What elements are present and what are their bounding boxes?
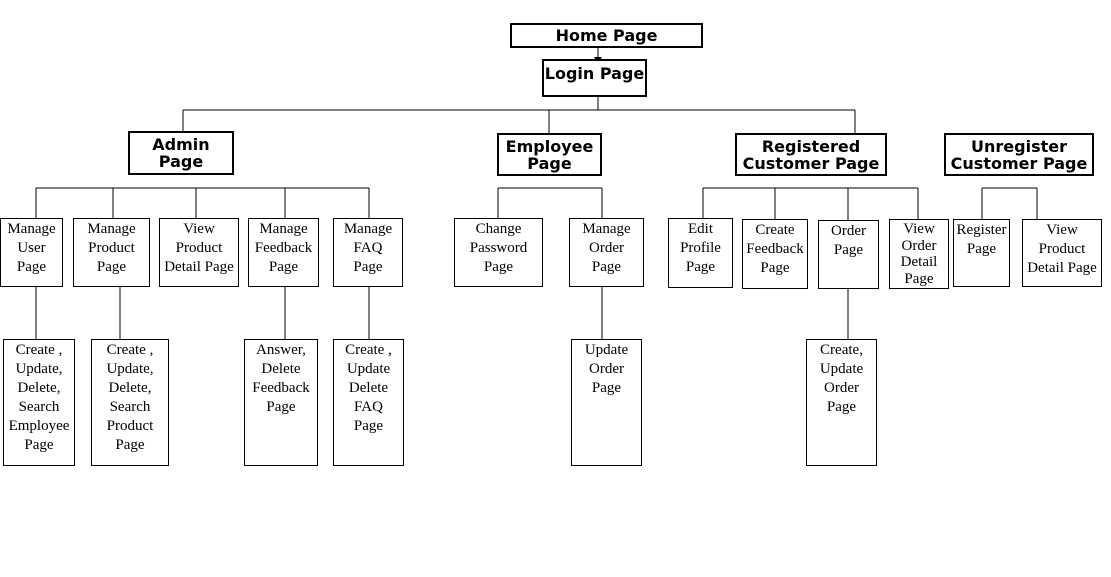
register-page-label: Register Page — [956, 222, 1007, 257]
unregister-customer-page-label: Unregister Customer Page — [950, 136, 1088, 173]
manage-order-page-label: Manage Order Page — [582, 221, 631, 275]
login-page-node: Login Page — [542, 59, 647, 97]
employee-crud-page-label: Create , Update, Delete, Search Employee… — [8, 342, 70, 453]
create-feedback-page-node: Create Feedback Page — [742, 219, 808, 289]
product-crud-page-label: Create , Update, Delete, Search Product … — [106, 342, 154, 453]
edit-profile-page-label: Edit Profile Page — [680, 221, 721, 275]
unregister-customer-page-node: Unregister Customer Page — [944, 133, 1094, 176]
manage-feedback-page-node: Manage Feedback Page — [248, 218, 319, 287]
registered-customer-page-label: Registered Customer Page — [742, 136, 880, 173]
answer-delete-feedback-page-node: Answer, Delete Feedback Page — [244, 339, 318, 466]
admin-page-node: Admin Page — [128, 131, 234, 175]
create-update-order-page-label: Create, Update Order Page — [819, 342, 864, 415]
edit-profile-page-node: Edit Profile Page — [668, 218, 733, 288]
manage-faq-page-node: Manage FAQ Page — [333, 218, 403, 287]
registered-customer-page-node: Registered Customer Page — [735, 133, 887, 176]
manage-order-page-node: Manage Order Page — [569, 218, 644, 287]
view-order-detail-page-label: View Order Detail Page — [900, 221, 938, 287]
order-page-node: Order Page — [818, 220, 879, 289]
faq-crud-page-node: Create , Update Delete FAQ Page — [333, 339, 404, 466]
register-page-node: Register Page — [953, 219, 1010, 287]
manage-feedback-page-label: Manage Feedback Page — [254, 221, 313, 275]
unregister-view-product-detail-page-node: View Product Detail Page — [1022, 219, 1102, 287]
update-order-page-node: Update Order Page — [571, 339, 642, 466]
change-password-page-label: Change Password Page — [469, 221, 528, 275]
product-crud-page-node: Create , Update, Delete, Search Product … — [91, 339, 169, 466]
manage-user-page-label: Manage User Page — [7, 221, 56, 275]
unregister-view-product-detail-page-label: View Product Detail Page — [1027, 222, 1097, 276]
home-page-label: Home Page — [555, 26, 658, 45]
employee-page-label: Employee Page — [505, 136, 594, 173]
change-password-page-node: Change Password Page — [454, 218, 543, 287]
answer-delete-feedback-page-label: Answer, Delete Feedback Page — [252, 342, 310, 415]
employee-crud-page-node: Create , Update, Delete, Search Employee… — [3, 339, 75, 466]
create-feedback-page-label: Create Feedback Page — [746, 222, 804, 276]
login-page-label: Login Page — [544, 64, 645, 83]
manage-product-page-node: Manage Product Page — [73, 218, 150, 287]
manage-product-page-label: Manage Product Page — [87, 221, 136, 275]
home-page-node: Home Page — [510, 23, 703, 48]
manage-user-page-node: Manage User Page — [0, 218, 63, 287]
view-order-detail-page-node: View Order Detail Page — [889, 219, 949, 289]
order-page-label: Order Page — [831, 223, 866, 258]
manage-faq-page-label: Manage FAQ Page — [343, 221, 393, 275]
create-update-order-page-node: Create, Update Order Page — [806, 339, 877, 466]
faq-crud-page-label: Create , Update Delete FAQ Page — [345, 342, 392, 434]
update-order-page-label: Update Order Page — [584, 342, 629, 396]
admin-view-product-detail-page-node: View Product Detail Page — [159, 218, 239, 287]
employee-page-node: Employee Page — [497, 133, 602, 176]
admin-page-label: Admin Page — [152, 135, 210, 171]
admin-view-product-detail-page-label: View Product Detail Page — [164, 221, 234, 275]
